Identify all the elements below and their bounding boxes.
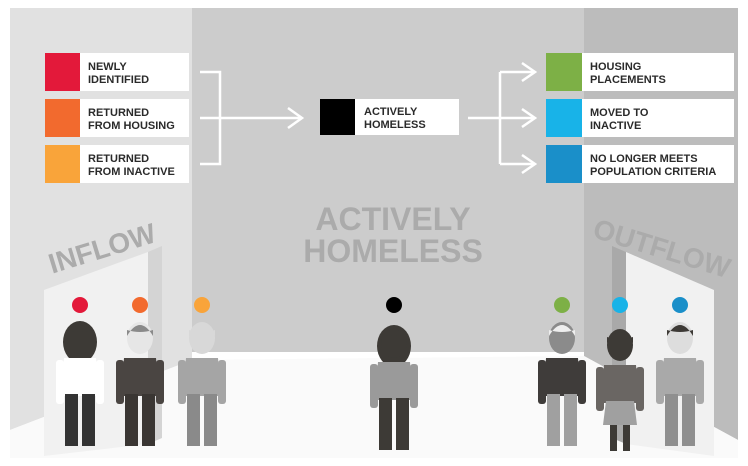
outflow-item-housing-placements: HOUSING PLACEMENTS xyxy=(546,53,734,91)
color-swatch xyxy=(546,99,582,137)
person-figure xyxy=(116,297,164,446)
status-dot xyxy=(72,297,88,313)
svg-text:INACTIVE: INACTIVE xyxy=(590,120,641,132)
outflow-connector xyxy=(468,61,538,175)
svg-text:MOVED TO: MOVED TO xyxy=(590,107,649,119)
inflow-connector xyxy=(200,70,305,166)
people-group xyxy=(56,297,704,451)
watermark-line-2: HOMELESS xyxy=(303,233,483,269)
inflow-item-newly-identified: NEWLY IDENTIFIED xyxy=(45,53,189,91)
outflow-item-moved-to-inactive: MOVED TO INACTIVE xyxy=(546,99,734,137)
svg-text:RETURNED: RETURNED xyxy=(88,153,149,165)
svg-text:HOUSING: HOUSING xyxy=(590,61,641,73)
actively-homeless-box: ACTIVELY HOMELESS xyxy=(320,99,459,135)
svg-text:FROM INACTIVE: FROM INACTIVE xyxy=(88,166,175,178)
person-figure xyxy=(596,297,644,451)
color-swatch xyxy=(546,145,582,183)
svg-text:PLACEMENTS: PLACEMENTS xyxy=(590,74,666,86)
status-dot xyxy=(612,297,628,313)
inflow-item-returned-from-housing: RETURNED FROM HOUSING xyxy=(45,99,189,137)
status-dot xyxy=(132,297,148,313)
svg-text:ACTIVELY: ACTIVELY xyxy=(364,106,418,118)
watermark-line-1: ACTIVELY xyxy=(315,201,470,237)
outflow-item-no-longer-meets: NO LONGER MEETS POPULATION CRITERIA xyxy=(546,145,734,183)
person-figure xyxy=(178,297,226,446)
status-dot xyxy=(672,297,688,313)
color-swatch xyxy=(320,99,355,135)
status-dot xyxy=(554,297,570,313)
person-figure xyxy=(370,297,418,450)
svg-text:HOMELESS: HOMELESS xyxy=(364,119,426,131)
svg-text:NO LONGER MEETS: NO LONGER MEETS xyxy=(590,153,698,165)
svg-text:POPULATION CRITERIA: POPULATION CRITERIA xyxy=(590,166,716,178)
color-swatch xyxy=(546,53,582,91)
inflow-item-returned-from-inactive: RETURNED FROM INACTIVE xyxy=(45,145,189,183)
svg-text:FROM HOUSING: FROM HOUSING xyxy=(88,120,175,132)
color-swatch xyxy=(45,145,80,183)
person-figure xyxy=(538,297,586,446)
svg-text:RETURNED: RETURNED xyxy=(88,107,149,119)
person-figure xyxy=(56,297,104,446)
color-swatch xyxy=(45,99,80,137)
status-dot xyxy=(194,297,210,313)
back-wall xyxy=(192,8,584,352)
status-dot xyxy=(386,297,402,313)
color-swatch xyxy=(45,53,80,91)
person-figure xyxy=(656,297,704,446)
svg-text:NEWLY: NEWLY xyxy=(88,61,127,73)
svg-text:IDENTIFIED: IDENTIFIED xyxy=(88,74,149,86)
